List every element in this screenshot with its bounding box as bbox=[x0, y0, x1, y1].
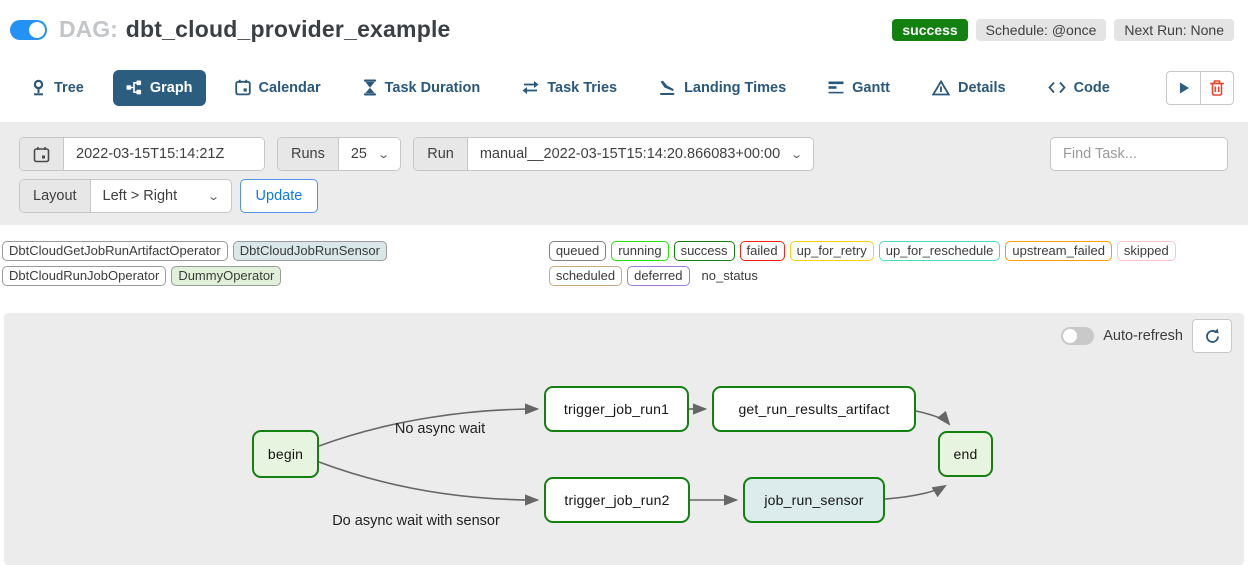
runs-select[interactable]: 25⌄ bbox=[350, 146, 391, 162]
tab-task-tries[interactable]: Task Tries bbox=[509, 70, 630, 106]
page-title: dbt_cloud_provider_example bbox=[125, 16, 451, 42]
edge-label: Do async wait with sensor bbox=[332, 513, 500, 529]
base-date-group bbox=[19, 137, 265, 171]
operator-badge: DummyOperator bbox=[171, 266, 282, 286]
layout-group: Layout Left > Right⌄ bbox=[19, 179, 232, 213]
state-badge: queued bbox=[548, 241, 607, 261]
tab-details[interactable]: Details bbox=[919, 70, 1019, 106]
next-run-badge: Next Run: None bbox=[1114, 18, 1234, 41]
tab-graph[interactable]: Graph bbox=[112, 69, 206, 106]
dag-header: DAG: dbt_cloud_provider_example success … bbox=[0, 0, 1248, 43]
tab-label: Calendar bbox=[258, 79, 321, 96]
runs-label: Runs bbox=[278, 138, 339, 170]
refresh-icon bbox=[1205, 328, 1219, 343]
auto-refresh-controls: Auto-refresh bbox=[1061, 319, 1232, 353]
node-get_run_results_artifact[interactable]: get_run_results_artifact bbox=[712, 386, 916, 432]
update-button[interactable]: Update bbox=[239, 179, 319, 213]
node-end[interactable]: end bbox=[938, 431, 993, 477]
trash-icon bbox=[1210, 80, 1224, 96]
landing-icon bbox=[659, 80, 676, 96]
tab-label: Tree bbox=[54, 79, 84, 96]
retry-icon bbox=[522, 80, 539, 95]
header-badges: success Schedule: @once Next Run: None bbox=[892, 18, 1234, 41]
refresh-button[interactable] bbox=[1192, 319, 1232, 353]
operator-badge: DbtCloudGetJobRunArtifactOperator bbox=[2, 241, 228, 261]
toggle-knob bbox=[1063, 329, 1078, 343]
run-select[interactable]: manual__2022-03-15T15:14:20.866083+00:00… bbox=[479, 146, 804, 162]
calendar-icon bbox=[234, 79, 251, 96]
schedule-badge[interactable]: Schedule: @once bbox=[975, 18, 1107, 41]
tab-label: Task Duration bbox=[384, 79, 481, 96]
node-trigger_job_run2[interactable]: trigger_job_run2 bbox=[544, 477, 690, 523]
filter-panel: Runs 25⌄ Run manual__2022-03-15T15:14:20… bbox=[0, 122, 1248, 225]
edge-begin-to-trigger_job_run1 bbox=[318, 403, 540, 447]
status-badge: success bbox=[892, 18, 968, 41]
state-badge: upstream_failed bbox=[1005, 241, 1112, 261]
state-badge: no_status bbox=[701, 268, 758, 283]
dag-prefix-label: DAG: bbox=[59, 16, 118, 42]
calendar-icon bbox=[33, 146, 50, 162]
play-icon bbox=[1179, 82, 1189, 93]
run-label: Run bbox=[414, 138, 468, 170]
toggle-knob bbox=[29, 21, 45, 38]
state-badge: up_for_reschedule bbox=[878, 241, 1001, 261]
state-badge: success bbox=[673, 241, 735, 261]
state-badge: skipped bbox=[1116, 241, 1176, 261]
tab-label: Details bbox=[958, 79, 1006, 96]
trigger-dag-button[interactable] bbox=[1166, 70, 1200, 105]
chevron-down-icon: ⌄ bbox=[207, 190, 221, 203]
operator-badge: DbtCloudRunJobOperator bbox=[2, 266, 167, 286]
layout-label: Layout bbox=[20, 180, 91, 212]
state-badge: scheduled bbox=[548, 266, 623, 286]
layout-select[interactable]: Left > Right⌄ bbox=[102, 188, 221, 204]
operator-badge: DbtCloudJobRunSensor bbox=[232, 241, 387, 261]
state-badge: deferred bbox=[627, 266, 690, 286]
tree-icon bbox=[31, 79, 46, 96]
gantt-icon bbox=[828, 80, 844, 95]
tab-task-duration[interactable]: Task Duration bbox=[350, 69, 494, 106]
tab-label: Graph bbox=[149, 79, 193, 96]
tab-tree[interactable]: Tree bbox=[18, 69, 97, 106]
tab-calendar[interactable]: Calendar bbox=[222, 69, 334, 106]
view-tabs: Tree Graph Calendar Task Duration Task Tries… bbox=[0, 69, 1248, 106]
calendar-picker-button[interactable] bbox=[20, 138, 64, 170]
base-date-input[interactable] bbox=[64, 138, 264, 170]
dag-pause-toggle[interactable] bbox=[10, 19, 47, 40]
edge-job_run_sensor-to-end bbox=[884, 484, 947, 500]
tab-label: Landing Times bbox=[684, 79, 787, 96]
state-badge: running bbox=[611, 241, 669, 261]
auto-refresh-toggle[interactable] bbox=[1061, 327, 1095, 345]
graph-panel: Auto-refresh begin trigger_job_run1 get_ru… bbox=[4, 313, 1244, 565]
chevron-down-icon: ⌄ bbox=[377, 148, 391, 161]
node-job_run_sensor[interactable]: job_run_sensor bbox=[743, 477, 885, 523]
find-task-input[interactable] bbox=[1050, 137, 1228, 171]
tab-landing-times[interactable]: Landing Times bbox=[646, 70, 799, 106]
tab-label: Code bbox=[1073, 79, 1110, 96]
hourglass-icon bbox=[363, 79, 377, 96]
auto-refresh-label: Auto-refresh bbox=[1103, 328, 1183, 344]
state-badge: failed bbox=[739, 241, 785, 261]
graph-icon bbox=[126, 80, 142, 95]
node-begin[interactable]: begin bbox=[252, 430, 319, 478]
edge-begin-to-trigger_job_run2 bbox=[318, 461, 540, 506]
node-trigger_job_run1[interactable]: trigger_job_run1 bbox=[544, 386, 689, 432]
code-icon bbox=[1047, 81, 1066, 94]
chevron-down-icon: ⌄ bbox=[790, 148, 804, 161]
dag-actions bbox=[1166, 70, 1234, 105]
tab-label: Task Tries bbox=[547, 79, 618, 96]
delete-dag-button[interactable] bbox=[1200, 70, 1234, 105]
dag-edges bbox=[318, 403, 951, 506]
num-runs-group: Runs 25⌄ bbox=[277, 137, 402, 171]
run-select-group: Run manual__2022-03-15T15:14:20.866083+0… bbox=[413, 137, 815, 171]
details-icon bbox=[932, 79, 950, 96]
edge-label: No async wait bbox=[394, 421, 486, 437]
state-badge: up_for_retry bbox=[789, 241, 874, 261]
edge-get_run_results_artifact-to-end bbox=[915, 410, 951, 426]
tab-label: Gantt bbox=[852, 79, 890, 96]
tab-gantt[interactable]: Gantt bbox=[815, 70, 903, 106]
tab-code[interactable]: Code bbox=[1035, 70, 1123, 106]
